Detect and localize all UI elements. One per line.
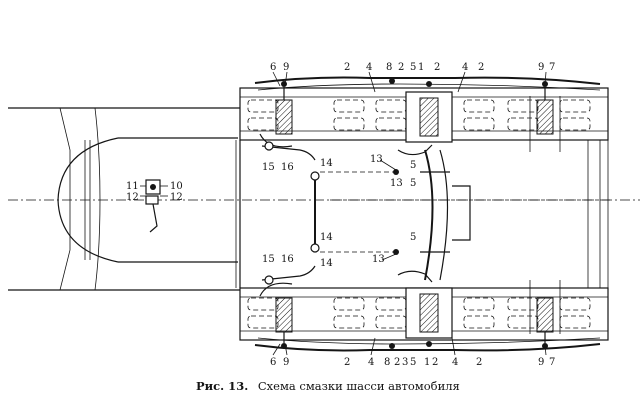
callout-13: 13 <box>370 154 383 165</box>
steering-box <box>140 179 168 233</box>
callout-14: 14 <box>320 158 333 169</box>
callout-7: 7 <box>549 357 555 368</box>
callout-9: 9 <box>538 357 544 368</box>
callout-12: 12 <box>126 192 139 203</box>
callout-4: 4 <box>366 62 372 73</box>
callout-16: 16 <box>281 254 294 265</box>
callout-5: 5 <box>410 160 416 171</box>
caption-text: Схема смазки шасси автомобиля <box>258 379 460 393</box>
callout-9: 9 <box>283 62 289 73</box>
rear-spring-shackle-top <box>529 81 561 152</box>
callout-5: 5 <box>410 62 416 73</box>
callouts-middle: 15 16 14 13 5 13 5 11 10 12 12 14 13 5 1… <box>126 154 416 269</box>
rear-spring-shackle-bottom <box>529 280 561 349</box>
callout-4: 4 <box>368 357 374 368</box>
frame-cross-member <box>235 140 610 288</box>
callout-15: 15 <box>262 162 275 173</box>
callout-9: 9 <box>283 357 289 368</box>
callout-5: 5 <box>410 357 416 368</box>
callout-1: 1 <box>424 357 430 368</box>
callout-2: 2 <box>344 357 350 368</box>
svg-text:Рис. 13. Схема смазки ша: Рис. 13. Схема смазки шасси автомобиля <box>196 379 460 393</box>
callout-2: 2 <box>478 62 484 73</box>
callout-8: 8 <box>386 62 392 73</box>
callout-1: 1 <box>418 62 424 73</box>
callout-3: 3 <box>402 357 408 368</box>
caption-fig-number: Рис. 13. <box>196 379 248 393</box>
callout-12: 12 <box>170 192 183 203</box>
callout-6: 6 <box>270 62 276 73</box>
leader-lines <box>272 71 547 356</box>
callout-4: 4 <box>462 62 468 73</box>
middle-hanger-top <box>389 78 453 143</box>
callout-14: 14 <box>320 232 333 243</box>
callout-9: 9 <box>538 62 544 73</box>
tie-rod-assembly <box>261 141 399 285</box>
callout-2: 2 <box>432 357 438 368</box>
callout-2: 2 <box>344 62 350 73</box>
figure-caption: Рис. 13. Схема смазки шасси автомобиля <box>196 379 460 393</box>
callout-2: 2 <box>476 357 482 368</box>
rear-axle-housing <box>397 140 609 288</box>
callout-5: 5 <box>410 232 416 243</box>
callout-2: 2 <box>394 357 400 368</box>
callout-11: 11 <box>126 181 139 192</box>
callout-10: 10 <box>170 181 183 192</box>
callout-2: 2 <box>398 62 404 73</box>
callout-7: 7 <box>549 62 555 73</box>
callout-13: 13 <box>390 178 403 189</box>
callout-2: 2 <box>434 62 440 73</box>
callout-15: 15 <box>262 254 275 265</box>
front-spring-shackle-bottom <box>259 282 293 349</box>
leaf-springs-top <box>247 99 591 131</box>
callouts-bottom-row: 6 9 2 4 8 2 3 5 1 2 4 2 9 7 <box>270 357 555 368</box>
callouts-top-row: 6 9 2 4 8 2 5 1 2 4 2 9 7 <box>270 62 555 73</box>
leaf-springs-bottom <box>247 297 591 329</box>
callout-13: 13 <box>372 254 385 265</box>
front-spring-shackle-top <box>259 81 293 148</box>
callout-8: 8 <box>384 357 390 368</box>
callout-6: 6 <box>270 357 276 368</box>
callout-4: 4 <box>452 357 458 368</box>
callout-5: 5 <box>410 178 416 189</box>
middle-hanger-bottom <box>389 287 453 349</box>
callout-14: 14 <box>320 258 333 269</box>
callout-16: 16 <box>281 162 294 173</box>
